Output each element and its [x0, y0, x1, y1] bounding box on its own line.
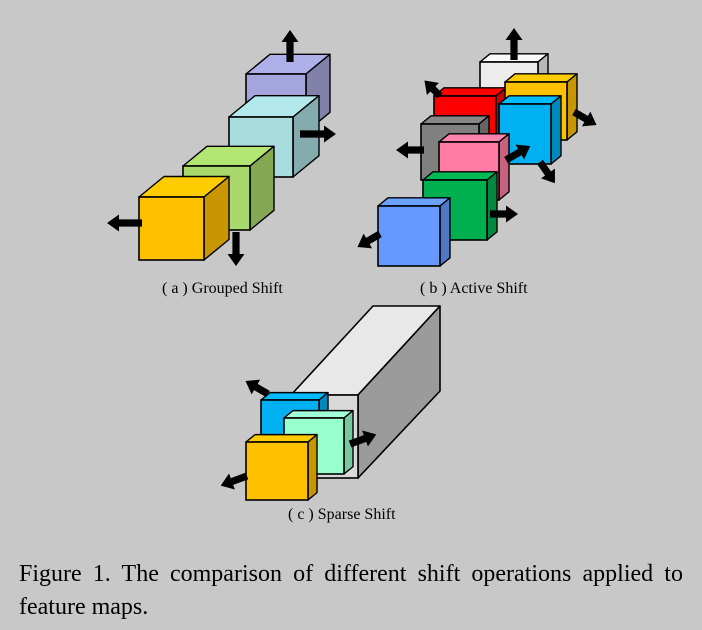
panel-a-label: ( a ) Grouped Shift [162, 280, 283, 297]
shift-arrow-icon [504, 144, 531, 164]
shift-arrow-icon [357, 230, 382, 249]
shift-arrow-icon [424, 80, 443, 99]
shift-arrow-icon [220, 472, 249, 490]
shift-arrow-icon [107, 214, 142, 232]
panel-c-label: ( c ) Sparse Shift [288, 506, 396, 523]
shift-arrow-icon [537, 159, 555, 184]
shift-arrow-icon [348, 430, 377, 448]
shift-arrow-icon [396, 141, 424, 159]
shift-arrow-icon [572, 108, 597, 127]
shift-arrow-icon [245, 379, 270, 398]
sparse-cube-orange [245, 433, 318, 501]
shift-arrow-icon [281, 30, 299, 62]
shift-arrow-icon [227, 232, 245, 266]
caption-prefix: Figure 1. [19, 561, 111, 587]
shift-arrow-icon [300, 125, 336, 143]
grouped-cube-orange [138, 175, 230, 261]
figure-caption: Figure 1. The comparison of different sh… [19, 558, 683, 624]
active-cube-periwinkle [377, 197, 451, 267]
caption-text: The comparison of different shift operat… [19, 561, 683, 620]
shift-arrow-icon [505, 28, 523, 60]
shift-arrow-icon [490, 205, 518, 223]
panel-b-label: ( b ) Active Shift [420, 280, 528, 297]
